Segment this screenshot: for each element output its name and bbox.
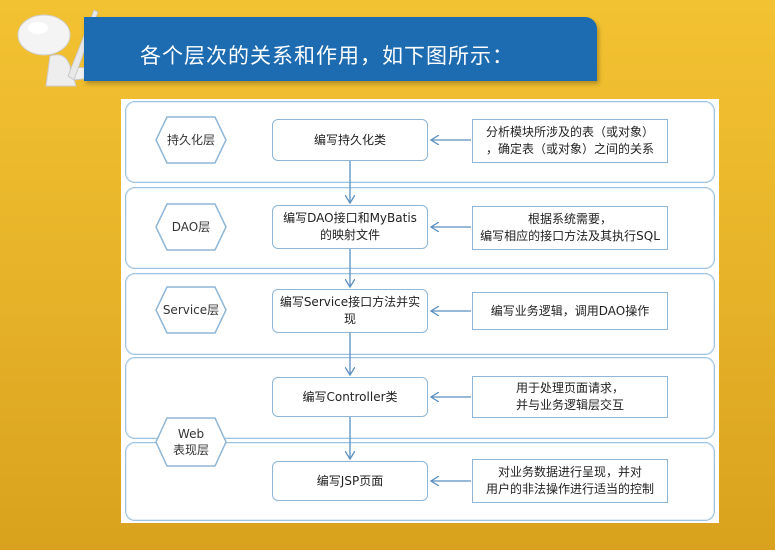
step-box-dao-interface: 编写DAO接口和MyBatis 的映射文件 <box>272 205 428 249</box>
layer-label-persistence: 持久化层 <box>155 116 227 164</box>
title-banner <box>84 17 597 81</box>
layer-label-service: Service层 <box>155 286 227 334</box>
note-dao: 根据系统需要， 编写相应的接口方法及其执行SQL <box>472 206 668 250</box>
step-box-controller: 编写Controller类 <box>272 377 428 417</box>
step-box-jsp-page: 编写JSP页面 <box>272 461 428 501</box>
layer-label-dao: DAO层 <box>155 203 227 251</box>
note-jsp: 对业务数据进行呈现，并对 用户的非法操作进行适当的控制 <box>472 459 668 503</box>
page-title: 各个层次的关系和作用，如下图所示： <box>140 44 514 68</box>
note-service: 编写业务逻辑，调用DAO操作 <box>472 292 668 330</box>
note-persistence: 分析模块所涉及的表（或对象） ，确定表（或对象）之间的关系 <box>472 119 668 163</box>
step-box-service-impl: 编写Service接口方法并实 现 <box>272 289 428 333</box>
note-controller: 用于处理页面请求， 并与业务逻辑层交互 <box>472 376 668 418</box>
layer-label-web: Web 表现层 <box>155 417 227 467</box>
step-box-persistence-class: 编写持久化类 <box>272 119 428 161</box>
layers-diagram: 持久化层 DAO层 Service层 Web 表现层 编写持久化类 编写DAO接… <box>121 99 719 523</box>
